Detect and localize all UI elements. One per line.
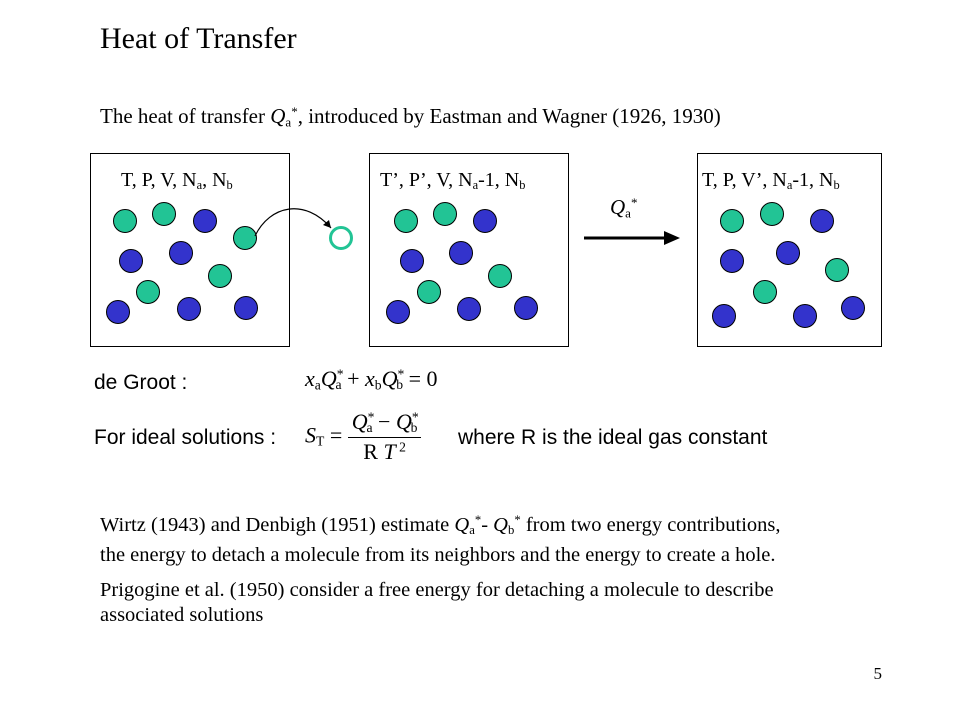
box-label-initial: T, P, V, Na, Nb bbox=[121, 169, 233, 193]
intro-text: The heat of transfer Qa*, introduced by … bbox=[100, 104, 721, 130]
transfer-arrow-icon bbox=[254, 208, 332, 237]
intro-symbol: Q bbox=[270, 104, 286, 129]
soret-coefficient-equation: ST = Q*a − Q*b R T 2 bbox=[305, 409, 422, 465]
molecule-a bbox=[433, 202, 457, 226]
arrow-label: Qa* bbox=[610, 195, 638, 221]
molecule-b bbox=[400, 249, 424, 273]
molecule-b bbox=[720, 249, 744, 273]
molecule-a bbox=[753, 280, 777, 304]
molecule-b bbox=[793, 304, 817, 328]
molecule-a bbox=[760, 202, 784, 226]
hole-circle bbox=[329, 226, 353, 250]
molecule-a bbox=[208, 264, 232, 288]
molecule-b bbox=[776, 241, 800, 265]
page-number: 5 bbox=[873, 664, 883, 683]
molecule-b bbox=[386, 300, 410, 324]
paragraph-line: Wirtz (1943) and Denbigh (1951) estimate… bbox=[100, 513, 781, 538]
molecule-a bbox=[152, 202, 176, 226]
molecule-b bbox=[514, 296, 538, 320]
degroot-label: de Groot : bbox=[94, 371, 188, 394]
intro-sup: * bbox=[291, 104, 298, 119]
molecule-a bbox=[488, 264, 512, 288]
molecule-b bbox=[169, 241, 193, 265]
molecule-b bbox=[106, 300, 130, 324]
molecule-b bbox=[234, 296, 258, 320]
molecule-b bbox=[810, 209, 834, 233]
molecule-b bbox=[119, 249, 143, 273]
molecule-a bbox=[136, 280, 160, 304]
state-box-intermediate: T’, P’, V, Na-1, Nb bbox=[369, 153, 569, 347]
paragraph-line: associated solutions bbox=[100, 604, 264, 626]
paragraph-line: Prigogine et al. (1950) consider a free … bbox=[100, 579, 774, 601]
gas-constant-note: where R is the ideal gas constant bbox=[458, 426, 768, 449]
box-label-intermediate: T’, P’, V, Na-1, Nb bbox=[380, 169, 526, 193]
molecule-a bbox=[113, 209, 137, 233]
molecule-b bbox=[457, 297, 481, 321]
degroot-equation: xaQ*a + xbQ*b = 0 bbox=[305, 366, 438, 393]
molecule-a bbox=[417, 280, 441, 304]
intro-before: The heat of transfer bbox=[100, 104, 271, 129]
intro-sub: a bbox=[285, 114, 292, 130]
molecule-b bbox=[473, 209, 497, 233]
process-arrow-icon bbox=[584, 231, 680, 245]
molecule-a bbox=[825, 258, 849, 282]
paragraph-prigogine: Prigogine et al. (1950) consider a free … bbox=[100, 578, 920, 628]
degroot-equation-rhs: = 0 bbox=[408, 366, 438, 391]
molecule-a bbox=[720, 209, 744, 233]
molecule-b bbox=[193, 209, 217, 233]
slide-title: Heat of Transfer bbox=[100, 22, 297, 55]
state-box-initial: T, P, V, Na, Nb bbox=[90, 153, 290, 347]
ideal-solutions-label: For ideal solutions : bbox=[94, 426, 277, 449]
molecule-b bbox=[177, 297, 201, 321]
paragraph-wirtz-denbigh: Wirtz (1943) and Denbigh (1951) estimate… bbox=[100, 508, 920, 568]
molecule-a bbox=[394, 209, 418, 233]
molecule-b bbox=[449, 241, 473, 265]
intro-after: , introduced by Eastman and Wagner (1926… bbox=[297, 104, 721, 129]
molecule-b bbox=[712, 304, 736, 328]
state-box-final: T, P, V’, Na-1, Nb bbox=[697, 153, 882, 347]
box-label-final: T, P, V’, Na-1, Nb bbox=[702, 169, 840, 193]
paragraph-line: the energy to detach a molecule from its… bbox=[100, 544, 776, 567]
molecule-b bbox=[841, 296, 865, 320]
molecule-a bbox=[233, 226, 257, 250]
